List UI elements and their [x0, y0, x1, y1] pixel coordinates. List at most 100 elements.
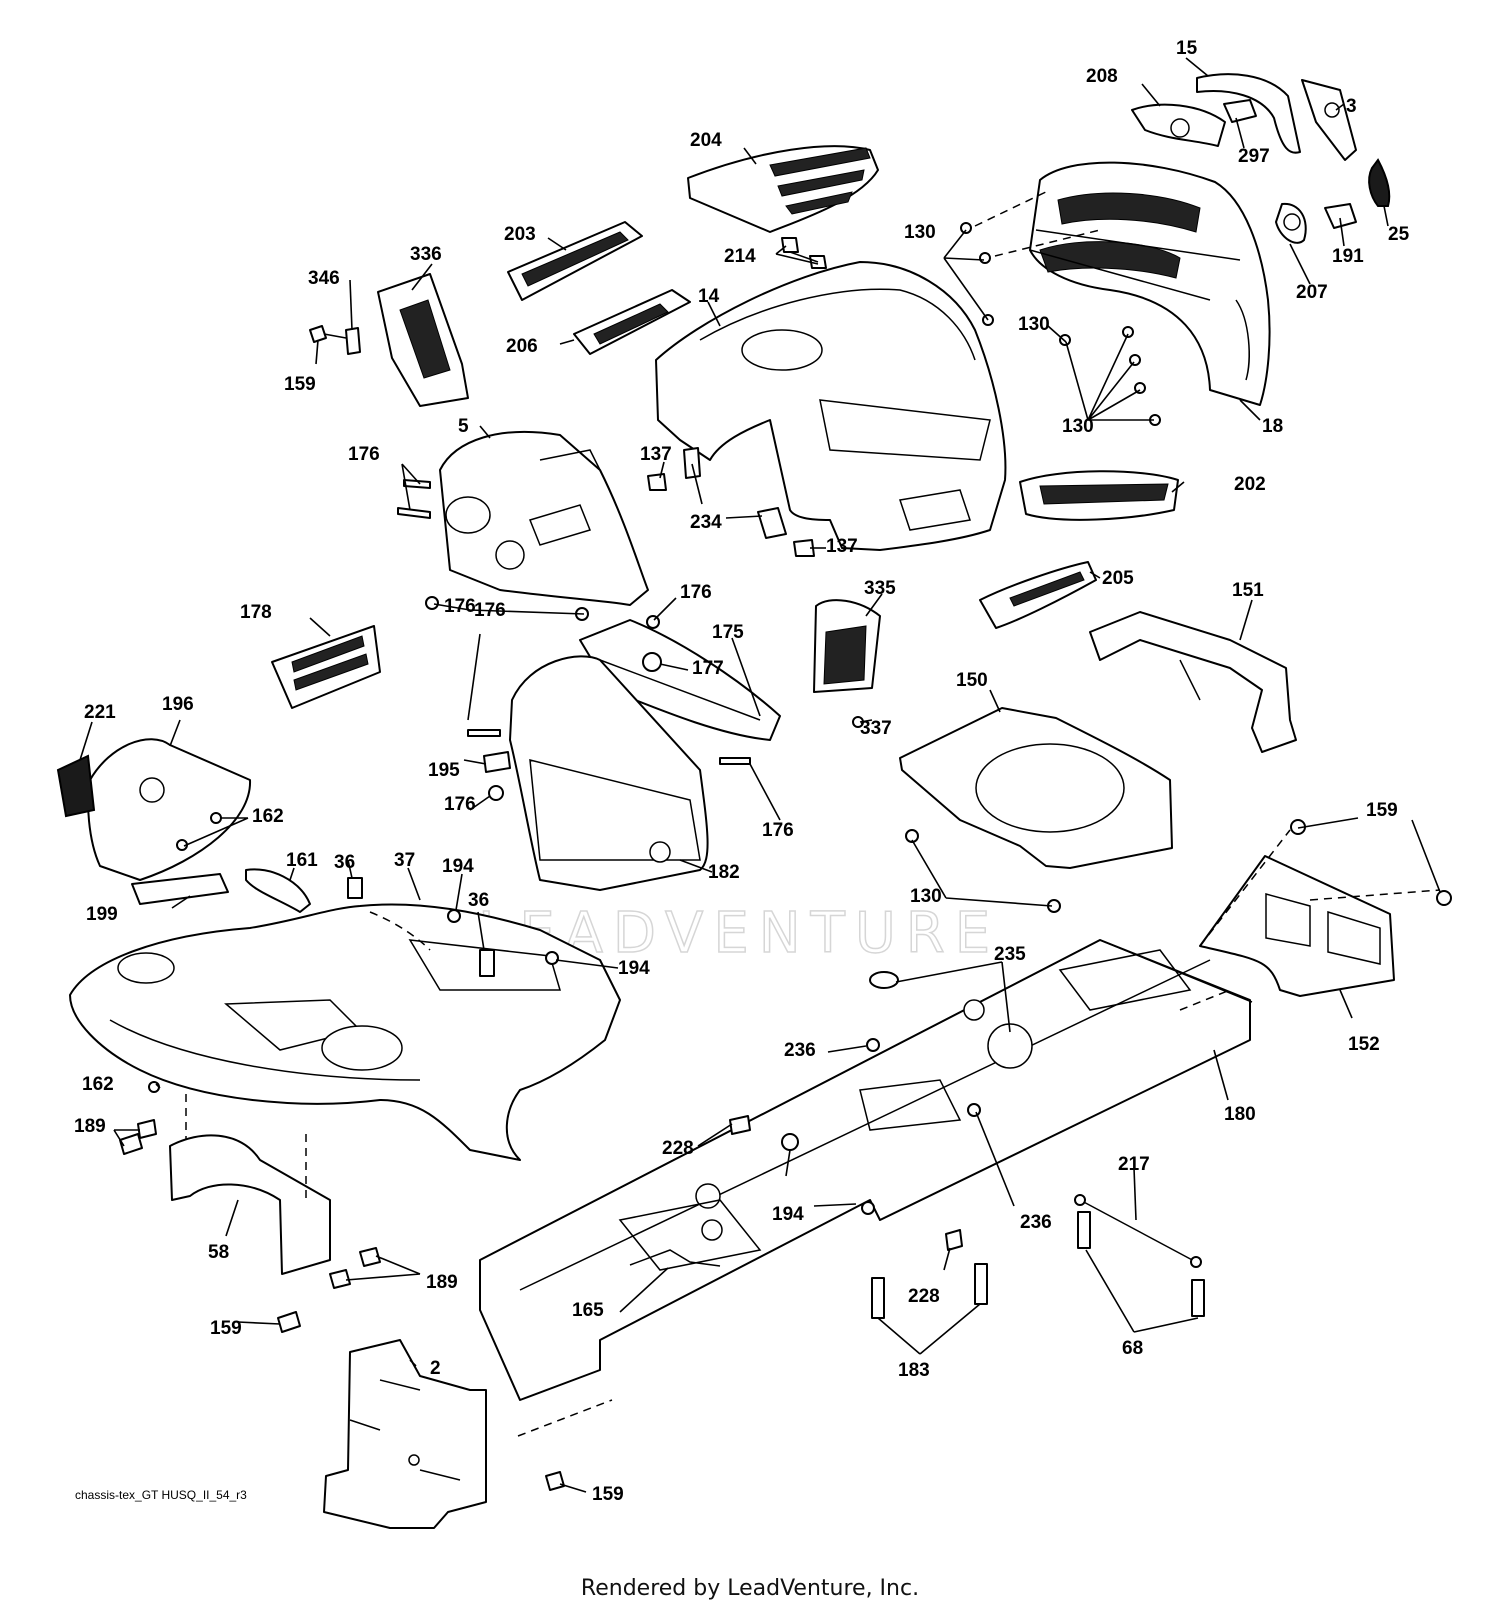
part-207-socket	[1275, 202, 1307, 244]
callout-234: 234	[690, 512, 722, 533]
callout-207: 207	[1296, 282, 1328, 303]
callout-176-c: 176	[474, 600, 506, 621]
callout-5: 5	[458, 416, 469, 437]
callout-159-a: 159	[284, 374, 316, 395]
callout-175: 175	[712, 622, 744, 643]
part-297	[1223, 99, 1257, 123]
callout-137-b: 137	[826, 536, 858, 557]
part-182-lower-dash	[509, 655, 709, 891]
callout-217: 217	[1118, 1154, 1150, 1175]
footer-credit: Rendered by LeadVenture, Inc.	[580, 1576, 920, 1601]
callout-2: 2	[430, 1358, 441, 1379]
part-152-rear-plate	[1199, 855, 1395, 997]
callout-194-c: 194	[772, 1204, 804, 1225]
callout-194-b: 194	[618, 958, 650, 979]
callout-15: 15	[1176, 38, 1198, 59]
callout-36-a: 36	[334, 852, 355, 873]
callout-189-a: 189	[74, 1116, 106, 1137]
callout-151: 151	[1232, 580, 1264, 601]
callout-205: 205	[1102, 568, 1134, 589]
part-194-nut	[447, 909, 461, 923]
callout-204: 204	[690, 130, 722, 151]
callout-235: 235	[994, 944, 1026, 965]
part-189-bolt	[119, 1133, 143, 1155]
callout-137-a: 137	[640, 444, 672, 465]
callout-228-a: 228	[662, 1138, 694, 1159]
part-159-bolt-front	[277, 1311, 301, 1333]
part-214-clip	[781, 237, 799, 253]
part-161-trim	[245, 868, 311, 913]
part-199-trim	[131, 873, 229, 905]
callout-335: 335	[864, 578, 896, 599]
callout-199: 199	[86, 904, 118, 925]
callout-176-e: 176	[762, 820, 794, 841]
callout-162-a: 162	[252, 806, 284, 827]
part-5-dash	[439, 431, 649, 606]
part-176-pin	[403, 479, 431, 489]
part-58-bracket	[169, 1134, 331, 1275]
callout-337: 337	[860, 718, 892, 739]
callout-161: 161	[286, 850, 318, 871]
callout-25: 25	[1388, 224, 1410, 245]
callout-182: 182	[708, 862, 740, 883]
part-165-rod	[629, 1249, 721, 1267]
part-221-label	[56, 754, 96, 818]
part-36-bolt	[347, 877, 363, 899]
callout-176-b: 176	[680, 582, 712, 603]
callout-130-a: 130	[904, 222, 936, 243]
part-159-bolt-top	[309, 325, 327, 343]
callout-3: 3	[1346, 96, 1357, 117]
callout-18: 18	[1262, 416, 1283, 437]
callout-36-b: 36	[468, 890, 489, 911]
callout-176-a: 176	[348, 444, 380, 465]
callout-159-c: 159	[210, 1318, 242, 1339]
callout-152: 152	[1348, 1034, 1380, 1055]
part-137-clip	[647, 473, 667, 491]
part-2-front-bracket	[323, 1339, 487, 1529]
part-175-bracket	[579, 619, 781, 741]
part-234-tab	[683, 447, 701, 479]
part-346-clip	[345, 327, 361, 355]
callout-159-d: 159	[592, 1484, 624, 1505]
callout-162-b: 162	[82, 1074, 114, 1095]
callout-236-a: 236	[784, 1040, 816, 1061]
callout-236-b: 236	[1020, 1212, 1052, 1233]
callout-228-b: 228	[908, 1286, 940, 1307]
callout-208: 208	[1086, 66, 1118, 87]
callout-130-b: 130	[1018, 314, 1050, 335]
part-15-trim	[1196, 73, 1301, 154]
part-162-bolt	[210, 812, 222, 824]
callout-203: 203	[504, 224, 536, 245]
callout-191: 191	[1332, 246, 1364, 267]
part-236-nut	[866, 1038, 880, 1052]
callout-336: 336	[410, 244, 442, 265]
callout-176-d: 176	[444, 794, 476, 815]
callout-221: 221	[84, 702, 116, 723]
leader-lines	[79, 57, 1441, 1493]
callout-14: 14	[698, 286, 720, 307]
callout-150: 150	[956, 670, 988, 691]
callout-196: 196	[162, 694, 194, 715]
part-68-bolt	[1077, 1211, 1091, 1249]
part-3-housing	[1301, 79, 1357, 161]
callout-177: 177	[692, 658, 724, 679]
callout-183: 183	[898, 1360, 930, 1381]
callout-195: 195	[428, 760, 460, 781]
callout-176-f: 176	[444, 596, 476, 617]
callout-labels: 15 208 3 297 25 191 207 204 203 214 130 …	[74, 38, 1410, 1505]
part-178-vent-plate	[271, 625, 381, 709]
callout-178: 178	[240, 602, 272, 623]
drawing-id-label: chassis-tex_GT HUSQ_II_54_r3	[75, 1488, 247, 1502]
callout-346: 346	[308, 268, 340, 289]
part-235-spacer	[869, 971, 899, 989]
part-196-console	[87, 738, 252, 881]
callout-180: 180	[1224, 1104, 1256, 1125]
callout-189-b: 189	[426, 1272, 458, 1293]
callout-159-b: 159	[1366, 800, 1398, 821]
callout-37: 37	[394, 850, 415, 871]
part-217-rod	[1079, 1199, 1197, 1263]
callout-194-a: 194	[442, 856, 474, 877]
part-25-lens	[1368, 158, 1391, 207]
callout-214: 214	[724, 246, 756, 267]
